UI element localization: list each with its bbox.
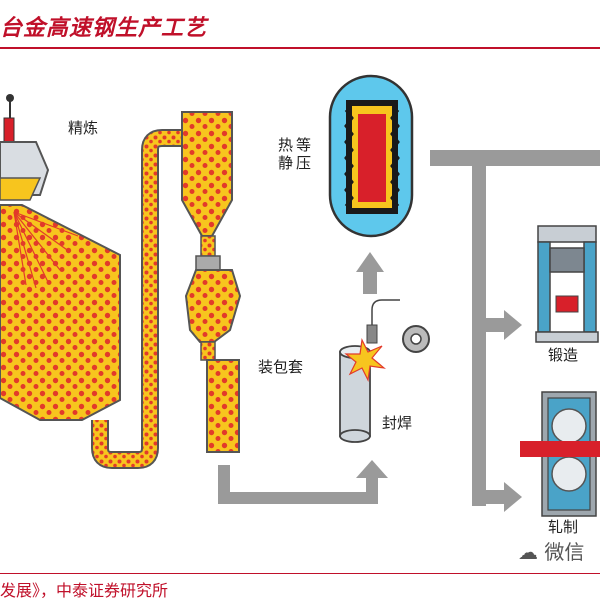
label-forging: 锻造 — [548, 346, 579, 364]
atomizing-tower — [0, 94, 121, 421]
label-hip-col1: 热静 — [278, 136, 294, 172]
powder-pipe — [91, 129, 186, 469]
label-sealing: 封焊 — [382, 414, 413, 432]
forging-press — [535, 225, 599, 343]
title-divider — [0, 47, 600, 49]
wechat-icon: ☁ — [518, 540, 538, 564]
page-title: 台金高速钢生产工艺 — [0, 15, 208, 41]
footer-divider — [0, 573, 600, 574]
label-canning: 装包套 — [258, 358, 304, 376]
sealing-station — [339, 299, 430, 443]
hip-vessel — [328, 74, 414, 238]
wechat-watermark: ☁ 微信 — [518, 536, 584, 565]
source-note: 发展》，中泰证券研究所 — [0, 581, 169, 600]
cyclone-separator — [181, 111, 242, 453]
label-rolling: 轧制 — [548, 518, 579, 536]
label-refining: 精炼 — [68, 119, 99, 137]
watermark-text: 微信 — [544, 540, 585, 564]
rolling-mill — [520, 391, 600, 517]
label-hip-col2: 等压 — [296, 136, 312, 172]
flow-arrows — [218, 150, 600, 512]
